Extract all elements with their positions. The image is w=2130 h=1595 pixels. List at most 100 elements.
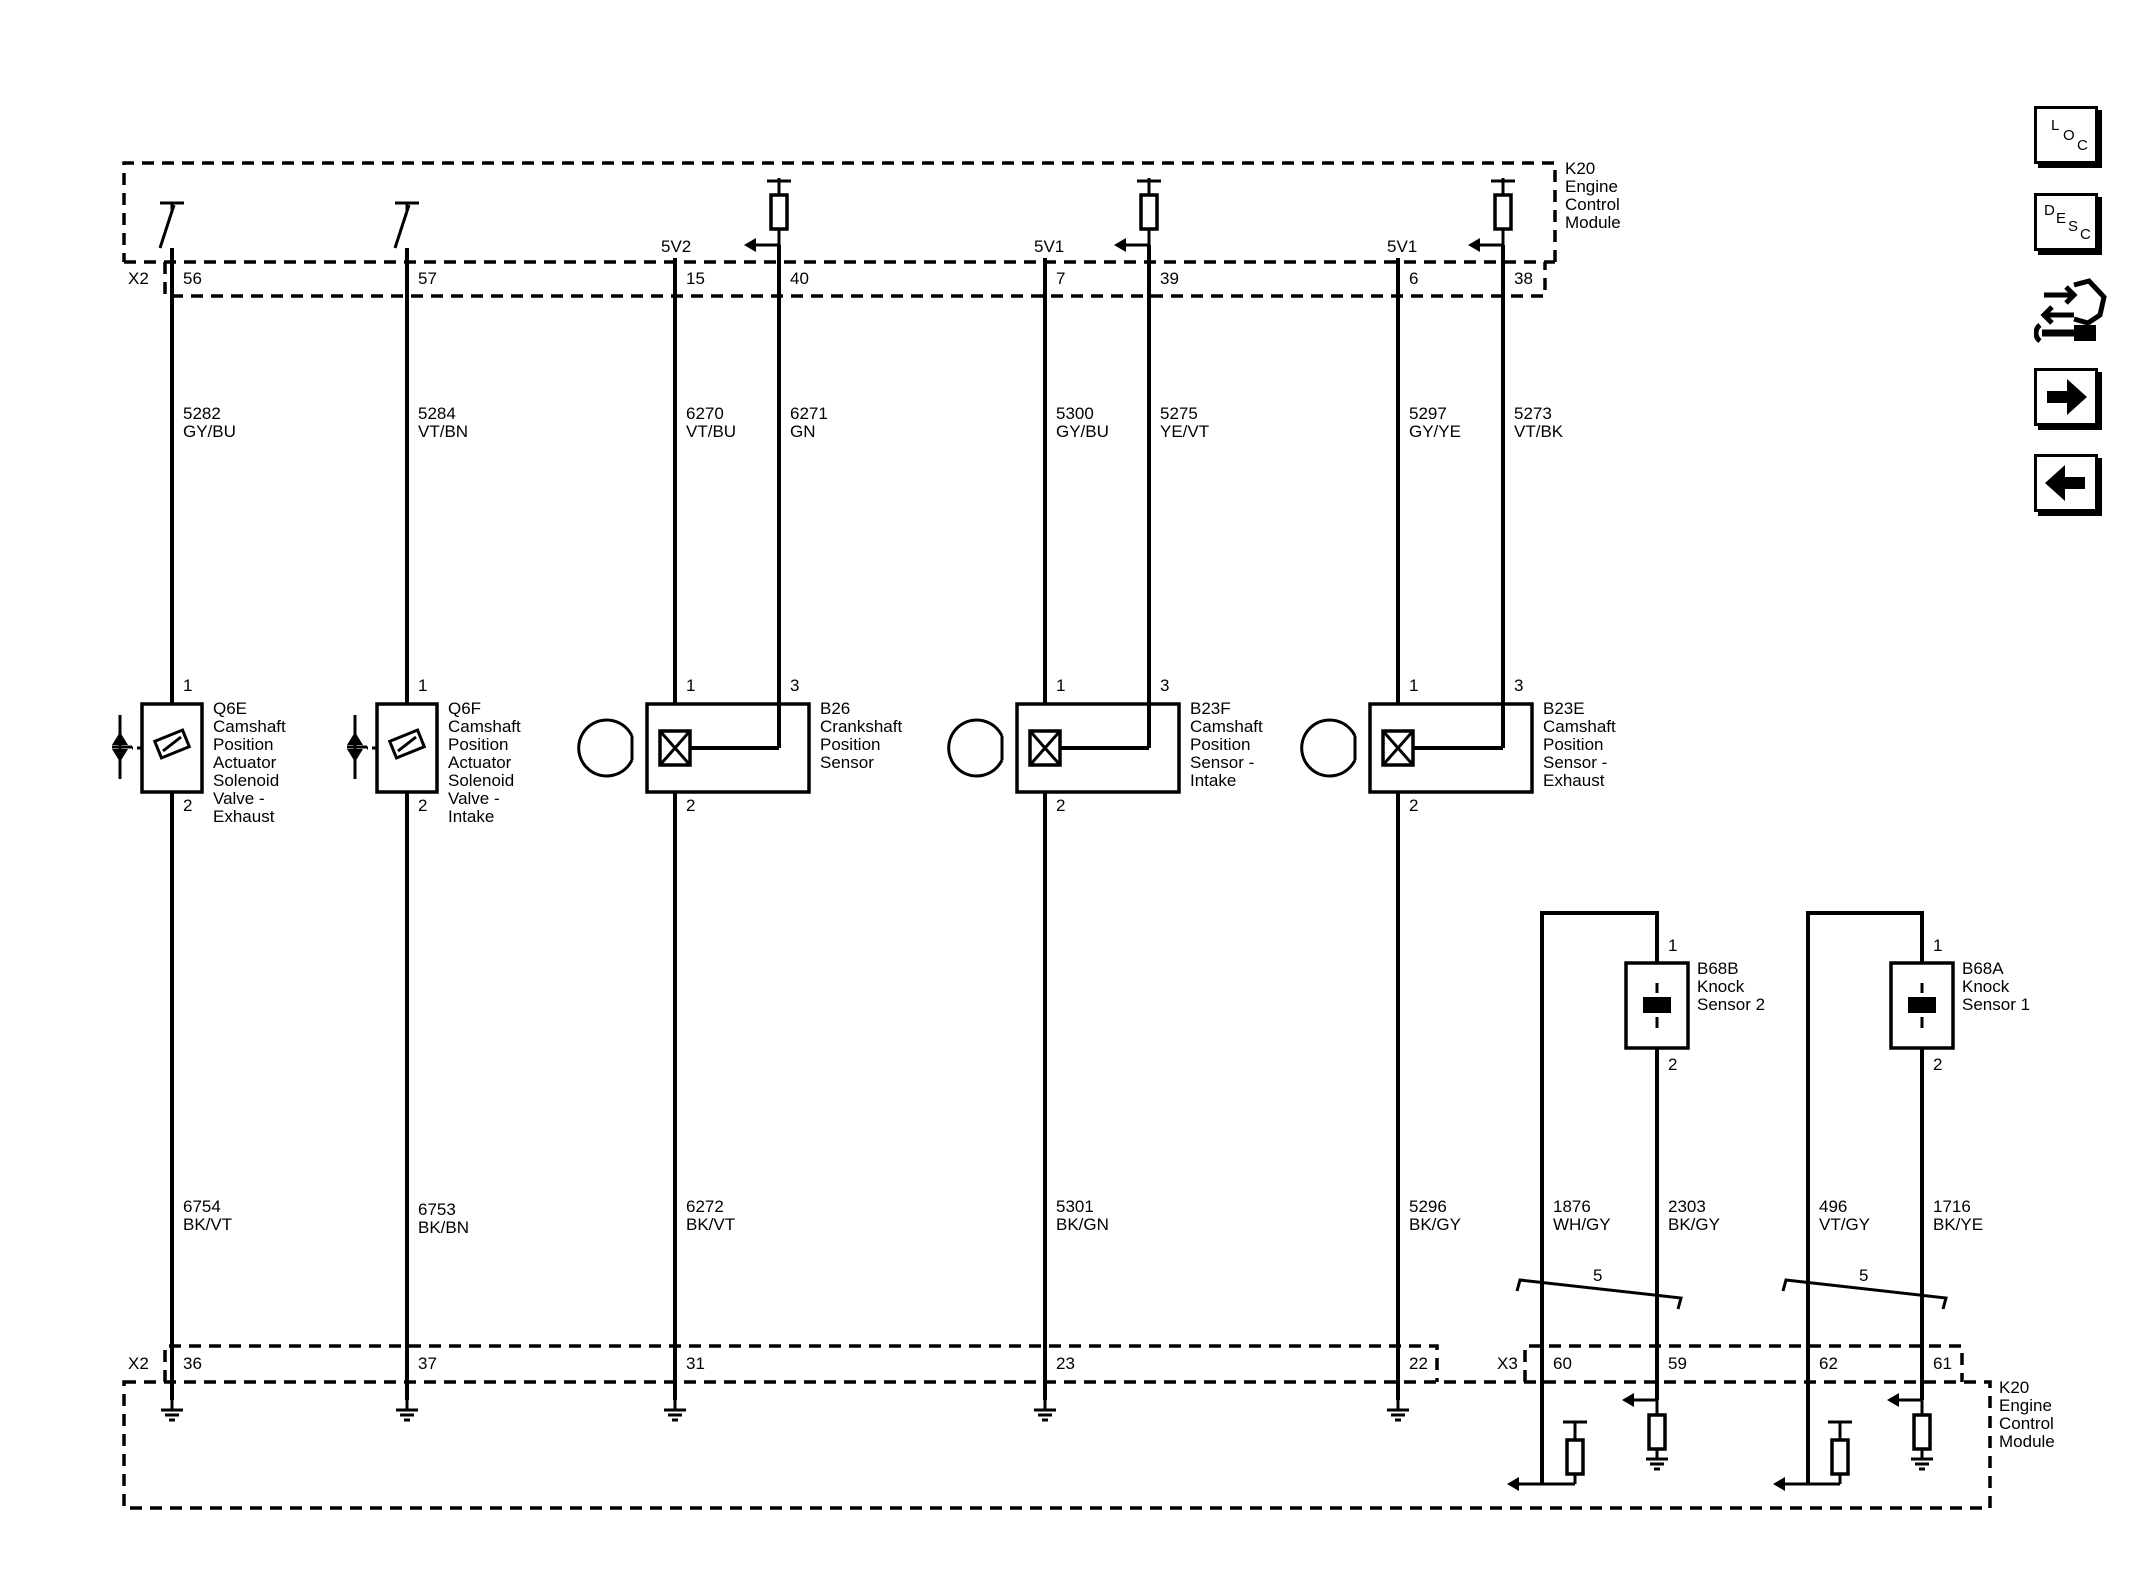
wire-6754-num: 6754 <box>183 1197 221 1216</box>
twist-rate-ks1: 5 <box>1859 1266 1868 1285</box>
b23e-pin-1: 1 <box>1409 676 1418 695</box>
b23e-pin-3: 3 <box>1514 676 1523 695</box>
b23f-label-2: Camshaft <box>1190 717 1263 736</box>
b68b-label-1: B68B <box>1697 959 1739 978</box>
solenoid-q6e: 1 2 Q6E Camshaft Position Actuator Solen… <box>112 676 286 826</box>
knock-sensor-b68b: 1 2 B68B Knock Sensor 2 1876 WH/GY 2303 … <box>1515 911 1765 1484</box>
ecm-bottom-name-2: Control <box>1999 1414 2054 1433</box>
knock-sensor-b68a: 1 2 B68A Knock Sensor 1 496 VT/GY 1716 B… <box>1781 911 2030 1484</box>
wire-1876-num: 1876 <box>1553 1197 1591 1216</box>
connector-x2-bottom: X2 <box>128 1354 149 1373</box>
ground-31 <box>662 1398 688 1422</box>
b23f-pin-2: 2 <box>1056 796 1065 815</box>
q6f-pin-2: 2 <box>418 796 427 815</box>
wire-5284-num: 5284 <box>418 404 456 423</box>
loc-letter-c: C <box>2077 137 2088 154</box>
wire-5273-color: VT/BK <box>1514 422 1564 441</box>
b68a-label-2: Knock <box>1962 977 2010 996</box>
loc-letter-l: L <box>2051 117 2060 134</box>
q6f-label-3: Position <box>448 735 508 754</box>
ecm-bottom-name-1: Engine <box>1999 1396 2052 1415</box>
q6e-pin-1: 1 <box>183 676 192 695</box>
pin-15: 15 <box>686 269 705 288</box>
q6f-label-5: Solenoid <box>448 771 514 790</box>
wire-6753-color: BK/BN <box>418 1218 469 1237</box>
wire-5275-color: YE/VT <box>1160 422 1209 441</box>
pin-31: 31 <box>686 1354 705 1373</box>
q6f-label-4: Actuator <box>448 753 512 772</box>
wire-5297-color: GY/YE <box>1409 422 1461 441</box>
top-wire-labels: 5282 GY/BU 5284 VT/BN 6270 VT/BU 6271 GN… <box>183 404 1564 441</box>
q6e-label-6: Valve - <box>213 789 265 808</box>
wire-5301-color: BK/GN <box>1056 1215 1109 1234</box>
ecm-top-name-2: Control <box>1565 195 1620 214</box>
b23f-label-5: Intake <box>1190 771 1236 790</box>
solenoid-q6f: 1 2 Q6F Camshaft Position Actuator Solen… <box>347 676 521 826</box>
b26-pin-1: 1 <box>686 676 695 695</box>
wires <box>170 245 1505 1400</box>
ref-label-5v1-b23e: 5V1 <box>1387 237 1417 256</box>
desc-letter-e: E <box>2056 210 2067 227</box>
b26-label-1: B26 <box>820 699 850 718</box>
wire-5297-num: 5297 <box>1409 404 1447 423</box>
q6e-label-1: Q6E <box>213 699 247 718</box>
q6f-label-6: Valve - <box>448 789 500 808</box>
pin-38: 38 <box>1514 269 1533 288</box>
ecm-top-ref: K20 <box>1565 159 1595 178</box>
driver-switch-56 <box>158 201 184 249</box>
pin-22: 22 <box>1409 1354 1428 1373</box>
ground-37 <box>394 1398 420 1422</box>
pin-60: 60 <box>1553 1354 1572 1373</box>
b23e-label-3: Position <box>1543 735 1603 754</box>
q6e-label-2: Camshaft <box>213 717 286 736</box>
b68a-label-3: Sensor 1 <box>1962 995 2030 1014</box>
next-button[interactable] <box>2034 368 2098 426</box>
q6e-label-3: Position <box>213 735 273 754</box>
ref-label-5v2: 5V2 <box>661 237 691 256</box>
ecm-bottom-ref: K20 <box>1999 1378 2029 1397</box>
q6e-label-5: Solenoid <box>213 771 279 790</box>
desc-button[interactable]: D E S C <box>2034 193 2098 251</box>
b68a-pin-1: 1 <box>1933 936 1942 955</box>
wire-6272-num: 6272 <box>686 1197 724 1216</box>
b23f-pin-3: 3 <box>1160 676 1169 695</box>
b26-pin-2: 2 <box>686 796 695 815</box>
previous-button[interactable] <box>2034 454 2098 512</box>
wire-1716-color: BK/YE <box>1933 1215 1983 1234</box>
wire-2303-color: BK/GY <box>1668 1215 1720 1234</box>
q6e-label-4: Actuator <box>213 753 277 772</box>
desc-letter-s: S <box>2068 218 2079 235</box>
wire-6270-color: VT/BU <box>686 422 736 441</box>
b68b-label-2: Knock <box>1697 977 1745 996</box>
loc-letter-o: O <box>2063 127 2075 144</box>
wire-2303-num: 2303 <box>1668 1197 1706 1216</box>
sensor-b23f: 1 3 2 B23F Camshaft Position Sensor - In… <box>947 676 1263 815</box>
b26-label-2: Crankshaft <box>820 717 902 736</box>
pin-39: 39 <box>1160 269 1179 288</box>
wire-6272-color: BK/VT <box>686 1215 735 1234</box>
wire-5300-num: 5300 <box>1056 404 1094 423</box>
top-pins: 56 57 15 40 7 39 6 38 <box>183 269 1533 288</box>
wire-6271-num: 6271 <box>790 404 828 423</box>
wire-5282-num: 5282 <box>183 404 221 423</box>
wire-5296-color: BK/GY <box>1409 1215 1461 1234</box>
wire-5282-color: GY/BU <box>183 422 236 441</box>
ecm-top-name-1: Engine <box>1565 177 1618 196</box>
b68b-pin-2: 2 <box>1668 1055 1677 1074</box>
ref-label-5v1-b23f: 5V1 <box>1034 237 1064 256</box>
ks1-internal <box>1773 1393 1935 1491</box>
pullup-resistor-38 <box>1468 178 1515 252</box>
connector-x2-top: X2 <box>128 269 149 288</box>
sensor-b26: 1 3 2 B26 Crankshaft Position Sensor <box>577 676 902 815</box>
pullup-resistor-39 <box>1114 178 1161 252</box>
b23f-label-3: Position <box>1190 735 1250 754</box>
twist-rate-ks2: 5 <box>1593 1266 1602 1285</box>
b23e-pin-2: 2 <box>1409 796 1418 815</box>
pin-62: 62 <box>1819 1354 1838 1373</box>
pin-40: 40 <box>790 269 809 288</box>
b23f-label-4: Sensor - <box>1190 753 1254 772</box>
loc-button[interactable]: L O C <box>2034 106 2098 164</box>
connector-wrench-icon[interactable] <box>2033 275 2114 345</box>
wire-5273-num: 5273 <box>1514 404 1552 423</box>
